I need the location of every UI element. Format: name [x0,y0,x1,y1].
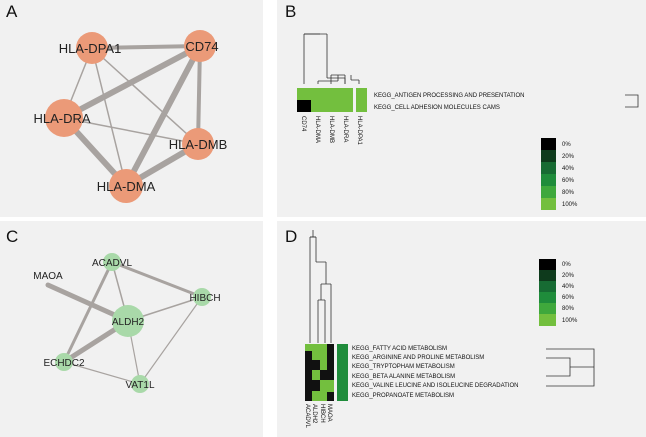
panel-letter-d: D [285,227,298,246]
panel-a-background [0,0,263,217]
panel-letter-c: C [6,227,19,246]
panel-b-background [277,0,646,217]
panel-c-background [0,221,263,437]
panel-letter-a: A [6,2,18,21]
panel-letter-b: B [285,2,297,21]
panel-d-background [277,221,646,437]
